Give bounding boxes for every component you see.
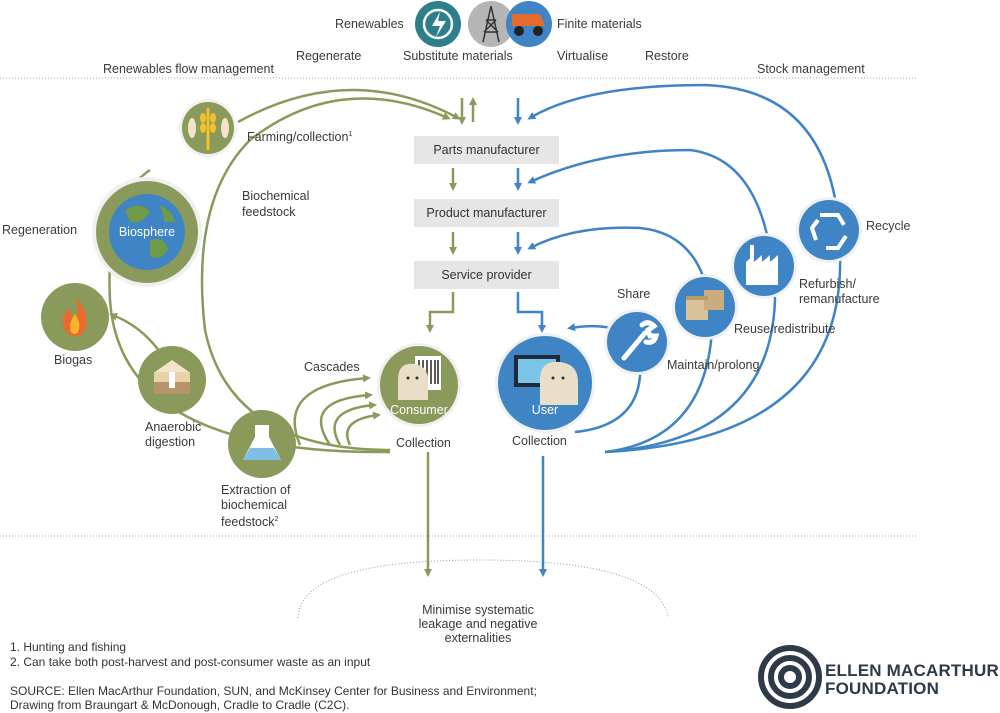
biogas-label: Biogas: [54, 353, 93, 367]
leakage-arc: [297, 559, 669, 619]
logo-text-line1: ELLEN MACARTHUR: [825, 661, 999, 680]
finite-materials-label: Finite materials: [557, 17, 642, 31]
source-line1: SOURCE: Ellen MacArthur Foundation, SUN,…: [10, 684, 537, 698]
cascades-label: Cascades: [304, 360, 360, 374]
stock-management-label: Stock management: [757, 62, 865, 76]
consumer-label: Consumer: [390, 403, 448, 417]
regenerate-label: Regenerate: [296, 49, 362, 63]
biochemical-feedstock-line2: feedstock: [242, 205, 296, 219]
extraction-line1: Extraction of: [221, 483, 291, 497]
collection-right-label: Collection: [512, 434, 567, 448]
biochemical-feedstock-line1: Biochemical: [242, 189, 310, 203]
regeneration-label: Regeneration: [2, 223, 78, 237]
anaerobic-line1: Anaerobic: [145, 420, 202, 434]
farming-collection-label: Farming/collection1: [247, 130, 353, 145]
recycle-icon: [799, 200, 859, 260]
footnote-2: 2. Can take both post-harvest and post-c…: [10, 655, 371, 669]
user-label: User: [531, 403, 559, 417]
logo-text-line2: FOUNDATION: [825, 679, 940, 698]
footnote-1: 1. Hunting and fishing: [10, 640, 127, 654]
anaerobic-line2: digestion: [145, 435, 196, 449]
collection-left-label: Collection: [396, 436, 451, 450]
maintain-prolong-label: Maintain/prolong: [667, 358, 760, 372]
leakage-line3: externalities: [444, 631, 512, 645]
share-label: Share: [617, 287, 651, 301]
reuse-redistribute-label: Reuse/redistribute: [734, 322, 836, 336]
refurbish-line1: Refurbish/: [799, 277, 856, 291]
biosphere-label: Biosphere: [118, 225, 176, 239]
renewables-label: Renewables: [335, 17, 404, 31]
service-provider-box: Service provider: [414, 261, 559, 289]
renewables-flow-management-label: Renewables flow management: [103, 62, 274, 76]
restore-label: Restore: [645, 49, 689, 63]
leakage-line2: leakage and negative: [418, 617, 538, 631]
extraction-line3: feedstock2: [221, 515, 279, 530]
biological-flows: [108, 88, 477, 577]
product-manufacturer-box: Product manufacturer: [414, 199, 559, 227]
refurbish-line2: remanufacture: [799, 292, 880, 306]
parts-manufacturer-box: Parts manufacturer: [414, 136, 559, 164]
recycle-label: Recycle: [866, 219, 911, 233]
virtualise-label: Virtualise: [557, 49, 609, 63]
substitute-materials-label: Substitute materials: [403, 49, 513, 63]
consumer-figure: [398, 363, 428, 400]
source-line2: Drawing from Braungart & McDonough, Crad…: [10, 698, 350, 712]
user-figure: [540, 361, 578, 405]
ellen-macarthur-logo-icon: [758, 645, 822, 709]
extraction-line2: biochemical: [221, 498, 288, 512]
leakage-line1: Minimise systematic: [422, 603, 534, 617]
